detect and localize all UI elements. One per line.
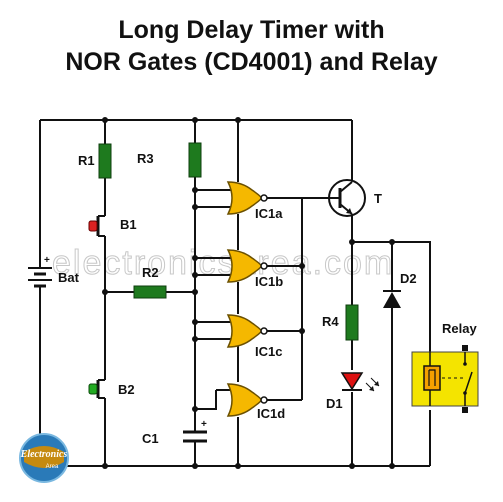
battery-label: Bat	[58, 270, 80, 285]
logo-line-1: Electronics	[20, 449, 68, 460]
capacitor-c1	[183, 430, 207, 443]
ic1d-label: IC1d	[257, 406, 285, 421]
resistor-r2	[133, 285, 167, 299]
page-title: Long Delay Timer with NOR Gates (CD4001)…	[0, 14, 503, 78]
relay-symbol	[411, 345, 479, 413]
t-label: T	[374, 191, 382, 206]
resistor-r3	[188, 142, 202, 178]
led-d1	[340, 372, 380, 392]
r1-label: R1	[78, 153, 95, 168]
battery-plus: +	[44, 255, 50, 266]
electronics-area-logo: Electronics Area	[19, 433, 69, 483]
logo-line-2: Area	[46, 464, 59, 470]
nor-gate-ic1d	[226, 383, 268, 417]
wire-gate-b-inputs	[195, 257, 231, 276]
title-line-2: NOR Gates (CD4001) and Relay	[65, 48, 438, 76]
c1-plus: +	[201, 419, 207, 430]
battery-symbol	[28, 267, 52, 288]
ic1c-label: IC1c	[255, 344, 282, 359]
c1-label: C1	[142, 431, 159, 446]
r2-label: R2	[142, 265, 159, 280]
transistor-t	[328, 179, 366, 217]
wire-gate-c-inputs	[195, 321, 231, 340]
nor-gate-ic1a	[226, 181, 268, 215]
wire-relay-diode	[352, 241, 431, 466]
junction-dots	[102, 117, 395, 469]
d1-label: D1	[326, 396, 343, 411]
relay-label: Relay	[442, 321, 477, 336]
r3-label: R3	[137, 151, 154, 166]
watermark-text: electronicsarea.com	[52, 244, 394, 282]
wire-gate-d-input-2	[195, 390, 217, 410]
b2-label: B2	[118, 382, 135, 397]
nor-gate-ic1c	[226, 314, 268, 348]
b1-label: B1	[120, 217, 137, 232]
r4-label: R4	[322, 314, 339, 329]
wire-gate-a-inputs	[195, 189, 231, 208]
resistor-r4	[345, 304, 359, 341]
resistor-r1	[98, 143, 112, 179]
ic1b-label: IC1b	[255, 274, 283, 289]
diode-d2	[383, 290, 401, 308]
circuit-wires	[39, 119, 431, 467]
title-line-1: Long Delay Timer with	[118, 16, 385, 44]
wire-gate-outputs	[259, 198, 303, 401]
button-b1-symbol	[88, 215, 105, 237]
nor-gate-ic1b	[226, 249, 268, 283]
d2-label: D2	[400, 271, 417, 286]
button-b2-symbol	[88, 379, 105, 399]
ic1a-label: IC1a	[255, 206, 283, 221]
